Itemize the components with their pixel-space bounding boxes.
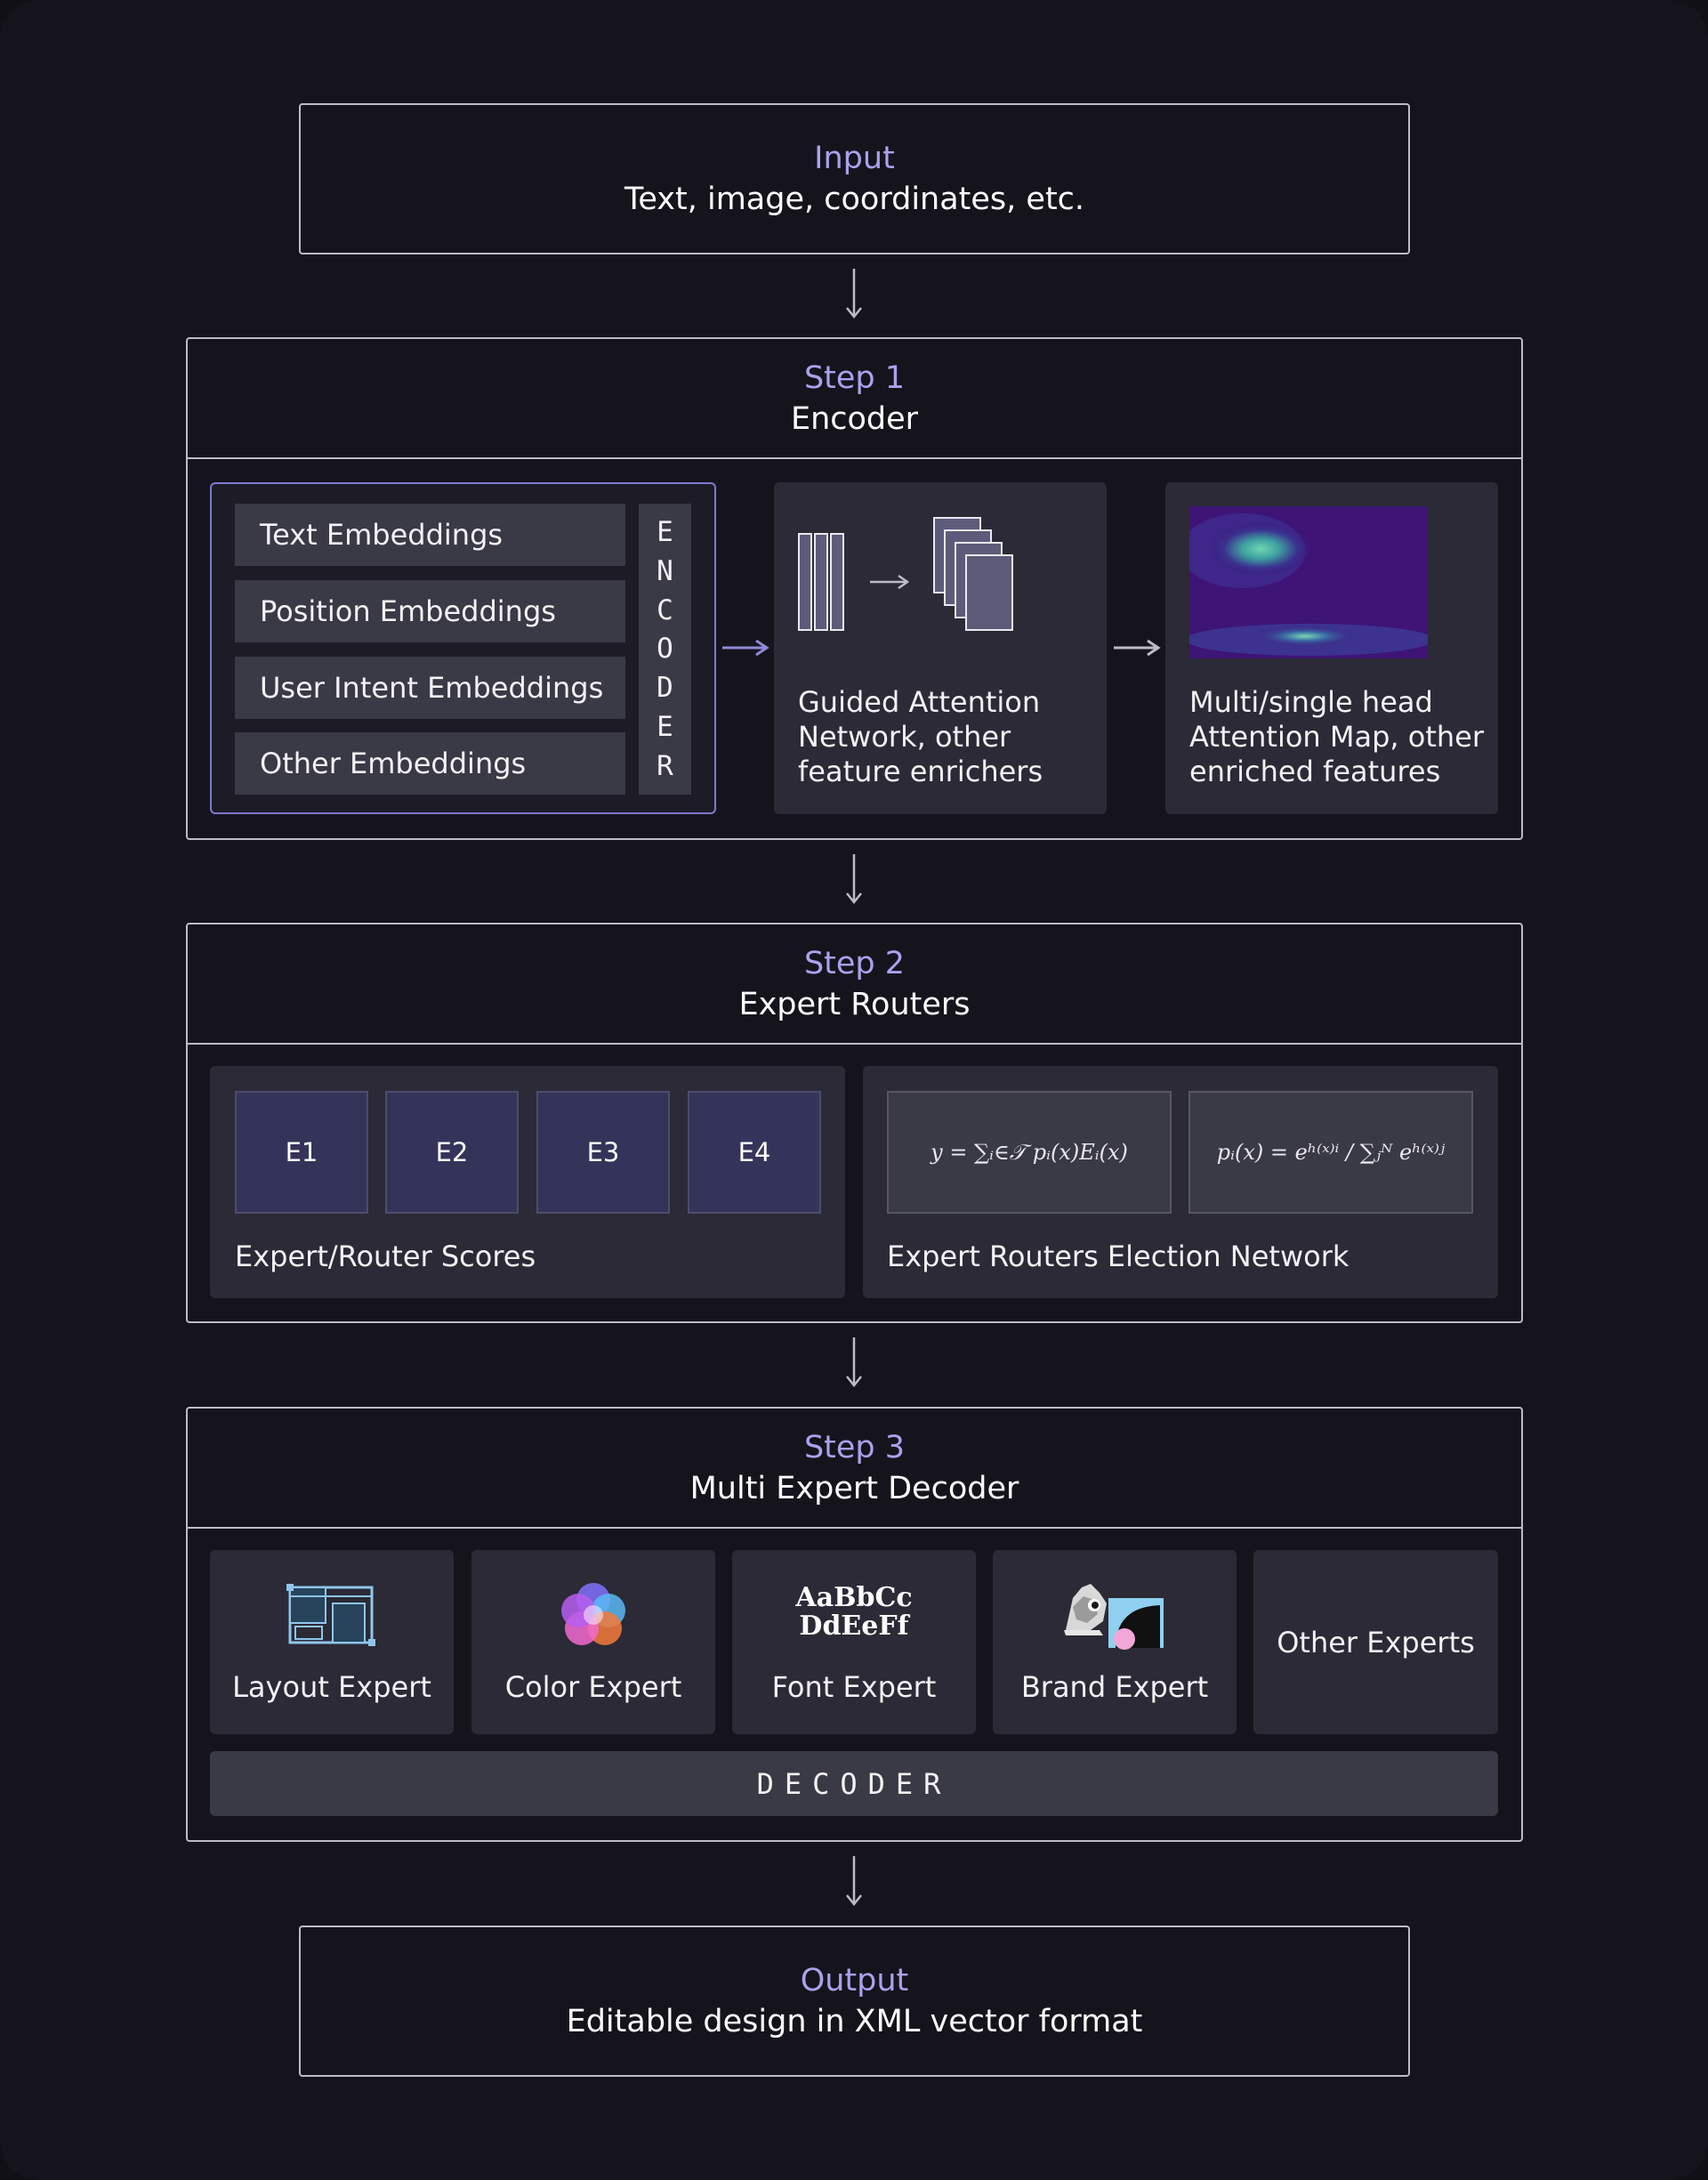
step3-section: Step 3 Multi Expert Decoder xyxy=(186,1407,1523,1842)
formula-softmax: pᵢ(x) = eʰ⁽ˣ⁾ⁱ / ∑ⱼᴺ eʰ⁽ˣ⁾ʲ xyxy=(1188,1091,1473,1214)
step1-section: Step 1 Encoder xyxy=(186,337,1523,840)
arrow-right-icon xyxy=(722,639,769,657)
step1-label: Step 1 xyxy=(803,359,906,396)
output-subtitle: Editable design in XML vector format xyxy=(566,2004,1143,2039)
caption-line: enriched features xyxy=(1189,755,1441,788)
step3-divider xyxy=(188,1527,1521,1529)
step1-divider xyxy=(188,457,1521,459)
router-scores-caption: Expert/Router Scores xyxy=(235,1239,536,1273)
output-box: Output Editable design in XML vector for… xyxy=(299,1926,1410,2077)
attention-map-caption: Multi/single head Attention Map, other e… xyxy=(1189,685,1496,789)
arrow-down-icon xyxy=(846,1337,862,1388)
caption-line: Multi/single head xyxy=(1189,685,1433,719)
other-experts-label: Other Experts xyxy=(1277,1625,1475,1659)
step3-title: Multi Expert Decoder xyxy=(689,1470,1019,1506)
encoder-letter: D xyxy=(657,672,673,705)
position-embeddings: Position Embeddings xyxy=(235,580,625,642)
font-sample-line: DdEeFf xyxy=(799,1611,909,1642)
arrow-right-icon xyxy=(1114,639,1161,657)
encoder-letter: C xyxy=(657,593,673,626)
font-sample-icon: AaBbCc DdEeFf xyxy=(732,1584,976,1641)
expert-box-e4: E4 xyxy=(688,1091,821,1214)
decoder-bar: DECODER xyxy=(210,1751,1498,1816)
encoder-letter: N xyxy=(657,554,673,587)
step2-title: Expert Routers xyxy=(738,986,971,1022)
step2-label: Step 2 xyxy=(803,945,906,981)
font-expert-card xyxy=(732,1550,976,1734)
guided-attention-caption: Guided Attention Network, other feature … xyxy=(798,685,1100,789)
brand-expert-label: Brand Expert xyxy=(1020,1670,1209,1704)
font-expert-label: Font Expert xyxy=(771,1670,937,1704)
other-embeddings: Other Embeddings xyxy=(235,732,625,795)
layout-icon xyxy=(286,1584,375,1646)
step3-header: Step 3 Multi Expert Decoder xyxy=(188,1409,1521,1527)
color-expert-label: Color Expert xyxy=(504,1670,682,1704)
brand-collage-icon xyxy=(1064,1584,1164,1650)
arrow-down-icon xyxy=(846,854,862,905)
other-experts-card: Other Experts xyxy=(1253,1550,1498,1734)
caption-line: Guided Attention xyxy=(798,685,1041,719)
encoder-letter: R xyxy=(657,749,673,782)
encoder-letter: O xyxy=(657,633,673,666)
encoder-column: E N C O D E R xyxy=(639,504,691,795)
election-network-caption: Expert Routers Election Network xyxy=(887,1239,1349,1273)
input-title: Input xyxy=(814,141,895,176)
attention-heatmap-icon xyxy=(1189,506,1428,658)
input-box: Input Text, image, coordinates, etc. xyxy=(299,103,1410,254)
text-embeddings: Text Embeddings xyxy=(235,504,625,566)
layers-icon xyxy=(798,517,1013,631)
step1-header: Step 1 Encoder xyxy=(188,339,1521,457)
color-palette-icon xyxy=(561,1583,625,1645)
encoder-letter: E xyxy=(657,711,673,744)
expert-box-e1: E1 xyxy=(235,1091,368,1214)
step2-section: Step 2 Expert Routers xyxy=(186,923,1523,1323)
step1-title: Encoder xyxy=(790,400,919,437)
expert-box-e2: E2 xyxy=(385,1091,519,1214)
arrow-down-icon xyxy=(846,269,862,319)
output-title: Output xyxy=(800,1963,909,1998)
step2-header: Step 2 Expert Routers xyxy=(188,924,1521,1043)
encoder-letter: E xyxy=(657,515,673,548)
step3-label: Step 3 xyxy=(803,1429,906,1465)
layout-expert-label: Layout Expert xyxy=(232,1670,431,1704)
caption-line: Network, other xyxy=(798,720,1011,754)
color-expert-card xyxy=(471,1550,715,1734)
formula-weighted-sum: y = ∑ᵢ∈𝒯 pᵢ(x)Eᵢ(x) xyxy=(887,1091,1172,1214)
caption-line: Attention Map, other xyxy=(1189,720,1484,754)
user-intent-embeddings: User Intent Embeddings xyxy=(235,657,625,719)
input-subtitle: Text, image, coordinates, etc. xyxy=(624,182,1085,217)
expert-box-e3: E3 xyxy=(536,1091,670,1214)
step2-divider xyxy=(188,1043,1521,1045)
caption-line: feature enrichers xyxy=(798,755,1043,788)
font-sample-line: AaBbCc xyxy=(795,1582,913,1613)
arrow-down-icon xyxy=(846,1856,862,1907)
